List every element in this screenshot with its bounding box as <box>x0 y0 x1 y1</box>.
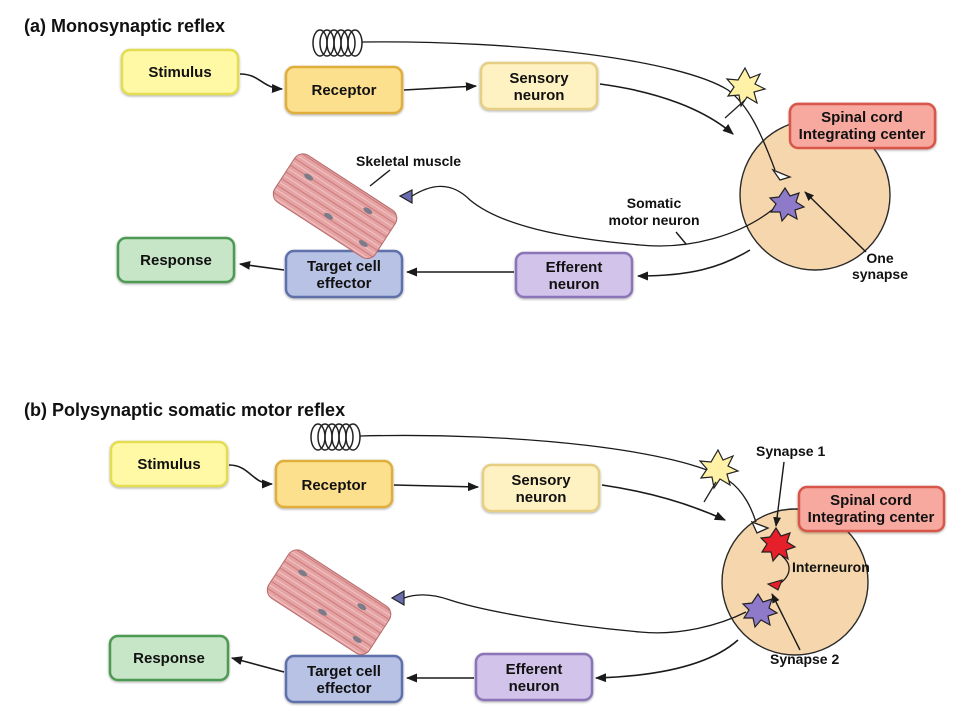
response-box: Response <box>116 236 236 284</box>
target-cell-box: Target cell effector <box>284 249 404 299</box>
efferent-neuron-box: Efferent neuron <box>514 251 634 299</box>
sensory-terminal-icon <box>771 168 792 181</box>
response-box-b: Response <box>108 634 230 682</box>
efferent-label-b-2: neuron <box>509 678 560 695</box>
receptor-label-b: Receptor <box>301 477 366 494</box>
interneuron-terminal-icon <box>766 579 783 591</box>
stimulus-label-b: Stimulus <box>137 456 200 473</box>
panel-b-title: (b) Polysynaptic somatic motor reflex <box>24 400 345 420</box>
efferent-label-b-1: Efferent <box>506 661 563 678</box>
target-cell-box-b: Target cell effector <box>284 654 404 704</box>
efferent-label-1: Efferent <box>546 259 603 276</box>
motor-axon-line <box>411 185 773 247</box>
motor-axon-line-b <box>403 594 747 634</box>
svg-text:Spinal cord: Spinal cord <box>821 109 903 126</box>
arrow-cord-efferent <box>636 249 751 281</box>
sensory-axon-line-b <box>359 434 757 523</box>
motor-terminal-icon-b <box>390 589 405 607</box>
target-label-b-2: effector <box>316 680 371 697</box>
interneuron-label: Interneuron <box>792 559 870 575</box>
receptor-coil-icon <box>312 29 363 57</box>
arrow-stimulus-receptor-b <box>228 464 274 489</box>
one-synapse-label-2: synapse <box>852 266 908 282</box>
spinal-cord-box-b: Spinal cord Integrating center <box>797 485 946 533</box>
receptor-coil-icon-b <box>310 423 361 451</box>
motor-terminal-icon <box>398 189 413 205</box>
somatic-motor-label-1: Somatic <box>627 195 682 211</box>
receptor-box: Receptor <box>284 65 404 115</box>
synapse-2-pointer <box>771 593 801 651</box>
one-synapse-label-1: One <box>866 250 893 266</box>
panel-a-title: (a) Monosynaptic reflex <box>24 16 225 36</box>
target-label-2: effector <box>316 275 371 292</box>
spinal-label-b-2: Integrating center <box>808 509 935 526</box>
svg-text:Integrating center: Integrating center <box>799 126 926 143</box>
sensory-label-b-1: Sensory <box>511 472 571 489</box>
one-synapse-pointer <box>804 191 867 253</box>
skeletal-muscle-icon-b <box>266 549 392 655</box>
skeletal-muscle-icon <box>272 153 398 259</box>
target-label-1: Target cell <box>307 258 381 275</box>
sensory-axon-line <box>361 41 776 171</box>
arrow-target-response <box>238 260 285 271</box>
sensory-label-b-2: neuron <box>516 489 567 506</box>
arrow-target-response-b <box>230 656 285 673</box>
sensory-neuron-box-b: Sensory neuron <box>481 463 601 513</box>
synapse-2-label: Synapse 2 <box>770 651 839 667</box>
arrow-stimulus-receptor <box>239 73 284 93</box>
response-label-b: Response <box>133 650 205 667</box>
panel-b: (b) Polysynaptic somatic motor reflex St… <box>24 400 946 704</box>
stimulus-box: Stimulus <box>120 48 240 96</box>
stimulus-label: Stimulus <box>148 64 211 81</box>
target-label-b-1: Target cell <box>307 663 381 680</box>
motor-neuron-cell-icon <box>768 186 806 223</box>
stimulus-box-b: Stimulus <box>109 440 229 488</box>
receptor-box-b: Receptor <box>274 459 394 509</box>
sensory-neuron-box: Sensory neuron <box>479 61 599 111</box>
efferent-neuron-box-b: Efferent neuron <box>474 652 594 702</box>
panel-a: (a) Monosynaptic reflex Stimulus Recepto… <box>24 16 937 299</box>
synapse-1-pointer <box>773 461 785 527</box>
response-label: Response <box>140 252 212 269</box>
sensory-label-2: neuron <box>514 87 565 104</box>
skeletal-muscle-label: Skeletal muscle <box>356 153 461 169</box>
arrow-sensory-cord-b <box>601 484 727 521</box>
receptor-label: Receptor <box>311 82 376 99</box>
arrow-receptor-sensory <box>403 82 478 92</box>
sensory-label-1: Sensory <box>509 70 569 87</box>
efferent-label-2: neuron <box>549 276 600 293</box>
synapse-1-cell-icon <box>759 526 797 563</box>
sensory-terminal-icon-b <box>750 520 770 534</box>
sensory-cell-body-icon-b <box>698 448 740 503</box>
synapse-1-label: Synapse 1 <box>756 443 825 459</box>
spinal-label-b-1: Spinal cord <box>830 492 912 509</box>
arrow-sensory-cord <box>599 83 734 135</box>
arrow-cord-efferent-b <box>594 639 739 683</box>
somatic-motor-label-2: motor neuron <box>609 212 700 228</box>
sensory-cell-body-icon <box>724 66 767 119</box>
arrow-receptor-sensory-b <box>393 482 480 492</box>
motor-neuron-cell-icon-b <box>741 592 779 629</box>
